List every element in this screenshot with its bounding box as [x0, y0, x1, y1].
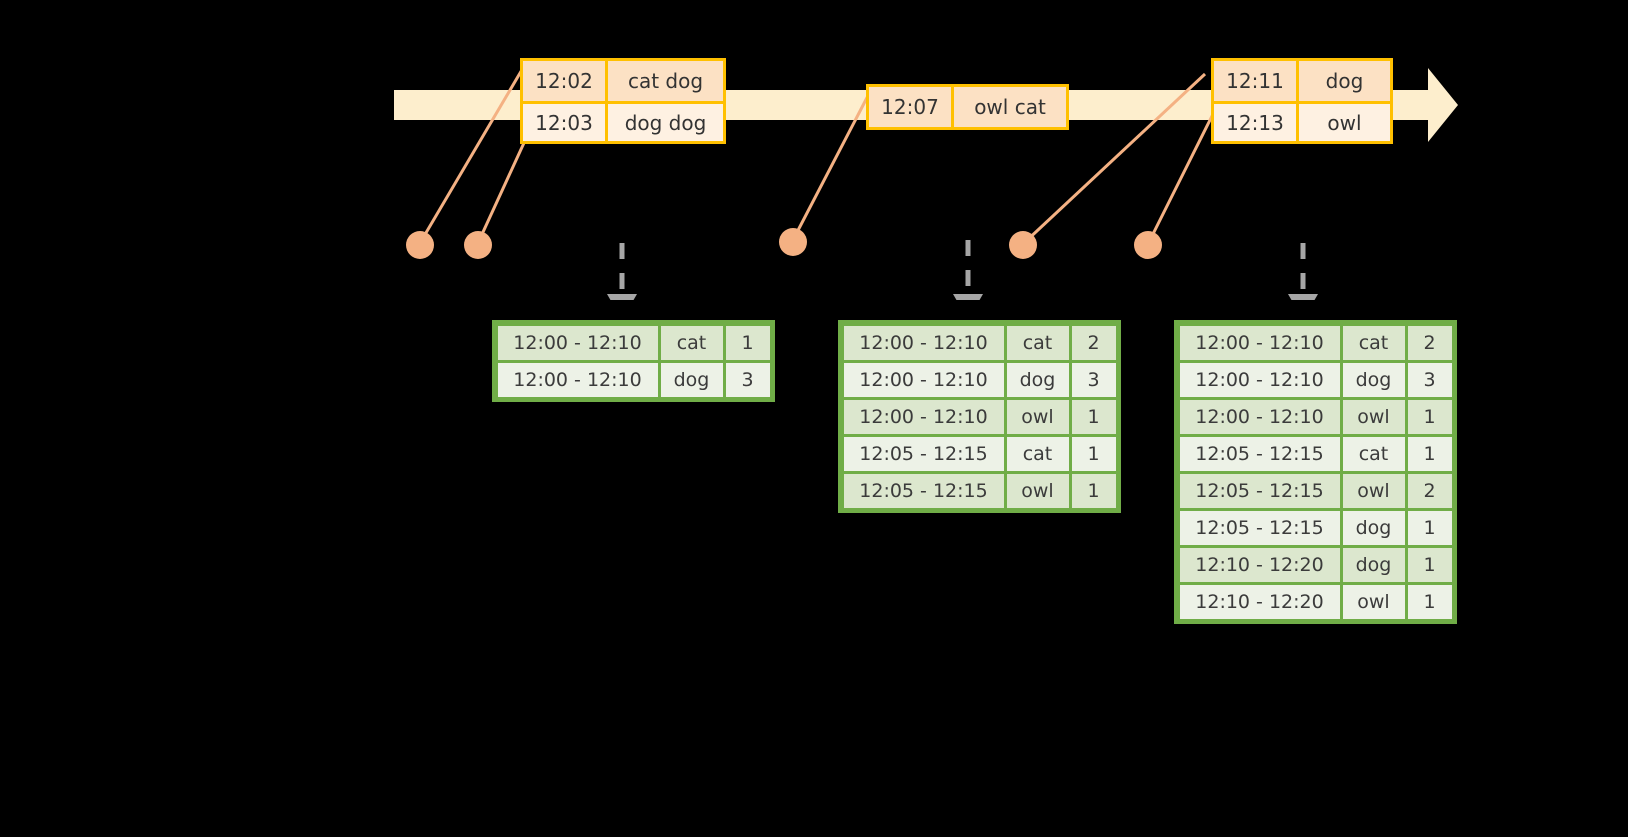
- window-cell: 12:00 - 12:10: [1179, 325, 1340, 360]
- word-cell: dog: [1342, 510, 1405, 545]
- count-cell: 1: [1407, 584, 1452, 619]
- window-cell: 12:10 - 12:20: [1179, 584, 1340, 619]
- window-cell: 12:05 - 12:15: [843, 436, 1004, 471]
- event-group-2[interactable]: 12:07 owl cat: [866, 84, 1069, 130]
- event-record[interactable]: 12:13 owl: [1214, 101, 1390, 141]
- window-cell: 12:00 - 12:10: [843, 325, 1004, 360]
- count-cell: 2: [1407, 473, 1452, 508]
- count-cell: 3: [1071, 362, 1116, 397]
- word-cell: owl: [1342, 399, 1405, 434]
- event-record[interactable]: 12:11 dog: [1214, 61, 1390, 101]
- window-cell: 12:00 - 12:10: [1179, 362, 1340, 397]
- event-time: 12:07: [869, 87, 954, 127]
- event-dot: [464, 231, 492, 259]
- emit-arrow-heads: [607, 294, 1318, 300]
- window-cell: 12:00 - 12:10: [843, 399, 1004, 434]
- count-cell: 1: [1407, 399, 1452, 434]
- window-cell: 12:00 - 12:10: [497, 362, 658, 397]
- count-cell: 1: [1071, 473, 1116, 508]
- window-cell: 12:10 - 12:20: [1179, 547, 1340, 582]
- window-cell: 12:05 - 12:15: [843, 473, 1004, 508]
- count-cell: 1: [1071, 399, 1116, 434]
- count-cell: 3: [725, 362, 770, 397]
- event-dot: [1009, 231, 1037, 259]
- word-cell: owl: [1342, 584, 1405, 619]
- count-cell: 1: [725, 325, 770, 360]
- word-cell: dog: [1342, 547, 1405, 582]
- window-cell: 12:05 - 12:15: [1179, 473, 1340, 508]
- event-record[interactable]: 12:02 cat dog: [523, 61, 723, 101]
- event-dots: [406, 228, 1162, 259]
- timeline-graphics: [394, 67, 1458, 300]
- emit-arrow-head: [953, 294, 983, 300]
- window-cell: 12:00 - 12:10: [843, 362, 1004, 397]
- word-cell: cat: [1342, 436, 1405, 471]
- count-cell: 2: [1407, 325, 1452, 360]
- event-time: 12:03: [523, 104, 608, 141]
- word-cell: cat: [1342, 325, 1405, 360]
- count-cell: 1: [1071, 436, 1116, 471]
- word-cell: cat: [1006, 436, 1069, 471]
- window-cell: 12:05 - 12:15: [1179, 436, 1340, 471]
- word-cell: dog: [660, 362, 723, 397]
- event-group-1[interactable]: 12:02 cat dog 12:03 dog dog: [520, 58, 726, 144]
- window-cell: 12:00 - 12:10: [497, 325, 658, 360]
- count-cell: 1: [1407, 510, 1452, 545]
- event-dot: [406, 231, 434, 259]
- emit-arrow-head: [607, 294, 637, 300]
- count-cell: 2: [1071, 325, 1116, 360]
- event-time: 12:13: [1214, 104, 1299, 141]
- leader-lines: [418, 67, 1216, 246]
- event-record[interactable]: 12:03 dog dog: [523, 101, 723, 141]
- word-cell: cat: [660, 325, 723, 360]
- event-dot: [1134, 231, 1162, 259]
- count-cell: 3: [1407, 362, 1452, 397]
- event-dot: [779, 228, 807, 256]
- window-cell: 12:00 - 12:10: [1179, 399, 1340, 434]
- word-cell: owl: [1342, 473, 1405, 508]
- window-cell: 12:05 - 12:15: [1179, 510, 1340, 545]
- event-group-3[interactable]: 12:11 dog 12:13 owl: [1211, 58, 1393, 144]
- event-words: cat dog: [627, 69, 704, 93]
- event-words: dog dog: [624, 110, 707, 135]
- emit-arrow-head: [1288, 294, 1318, 300]
- event-words: owl cat: [974, 95, 1046, 119]
- event-words: owl: [1327, 110, 1362, 135]
- event-words: dog: [1325, 69, 1364, 93]
- word-cell: owl: [1006, 473, 1069, 508]
- word-cell: dog: [1342, 362, 1405, 397]
- word-cell: owl: [1006, 399, 1069, 434]
- emit-arrows: [619, 240, 1306, 298]
- event-time: 12:11: [1214, 61, 1299, 101]
- event-time: 12:02: [523, 61, 608, 101]
- count-cell: 1: [1407, 547, 1452, 582]
- word-cell: dog: [1006, 362, 1069, 397]
- event-record[interactable]: 12:07 owl cat: [869, 87, 1066, 127]
- word-cell: cat: [1006, 325, 1069, 360]
- count-cell: 1: [1407, 436, 1452, 471]
